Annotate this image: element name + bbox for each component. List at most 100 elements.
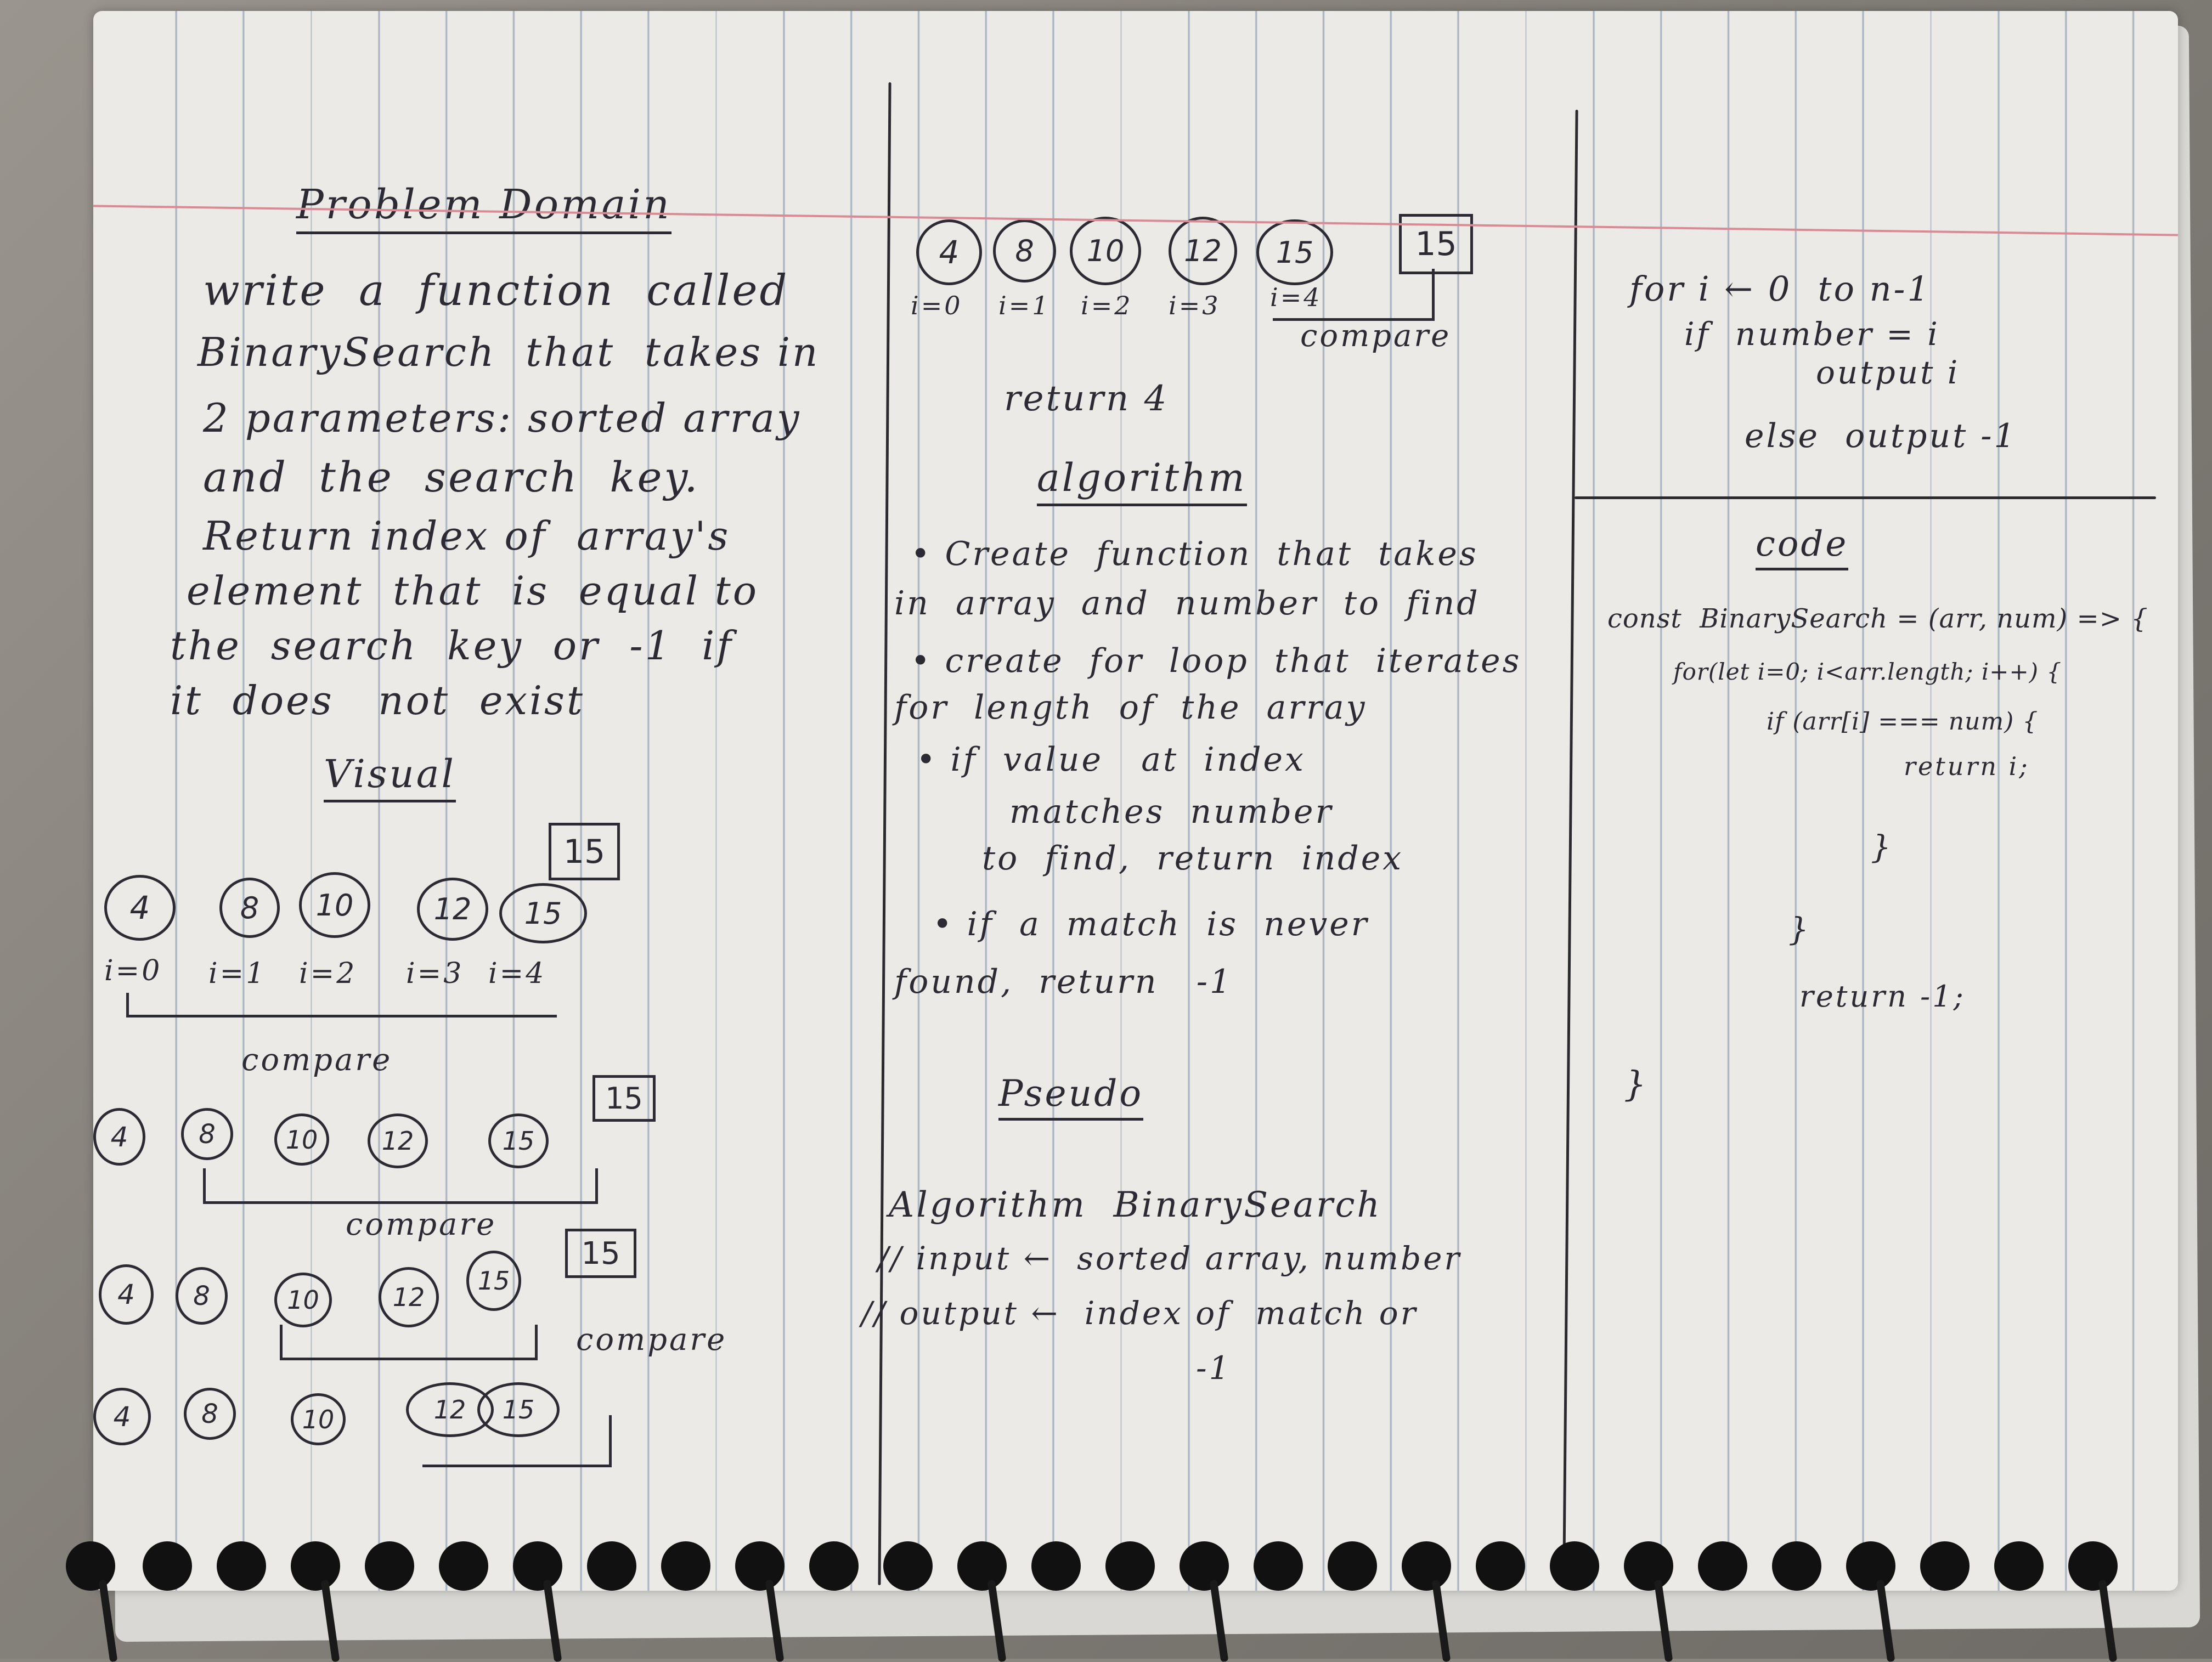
problem-line-3: 2 parameters: sorted array <box>203 395 802 441</box>
algorithm-line-1: • Create function that takes <box>911 535 1479 573</box>
code-line-2: for(let i=0; i<arr.length; i++) { <box>1673 658 2062 685</box>
array-element: 4 <box>916 219 982 285</box>
binding-ring <box>1772 1541 1821 1591</box>
problem-line-4: and the search key. <box>203 453 700 501</box>
binding-ring <box>957 1541 1007 1591</box>
array-element: 15 <box>499 883 587 943</box>
binding-ring <box>735 1541 785 1591</box>
code-heading: code <box>1756 524 1849 570</box>
index-label: i=1 <box>998 291 1051 320</box>
compare-bracket <box>280 1325 538 1360</box>
binding-ring <box>365 1541 414 1591</box>
code-line-7: return -1; <box>1799 979 1966 1014</box>
compare-bracket <box>422 1415 612 1467</box>
binding-wire <box>2098 1579 2118 1662</box>
binding-ring <box>1402 1541 1451 1591</box>
algorithm-line-4: for length of the array <box>894 688 1367 727</box>
array-element: 10 <box>274 1113 329 1166</box>
loop-pseudo-line-3: output i <box>1816 354 1960 391</box>
column-divider-left <box>878 82 891 1585</box>
binding-ring <box>1624 1541 1673 1591</box>
array-element: 10 <box>274 1273 332 1327</box>
array-element: 12 <box>379 1267 439 1327</box>
compare-bracket <box>203 1168 598 1204</box>
index-label: i=0 <box>911 291 963 320</box>
binding-ring <box>1920 1541 1970 1591</box>
binding-ring <box>2068 1541 2118 1591</box>
compare-bracket <box>126 993 557 1017</box>
index-label: i=3 <box>406 957 464 990</box>
pseudo-line-1: Algorithm BinarySearch <box>889 1185 1382 1225</box>
binding-ring <box>1846 1541 1895 1591</box>
binding-ring <box>217 1541 266 1591</box>
problem-line-5: Return index of array's <box>203 513 731 559</box>
code-line-4: return i; <box>1904 751 2030 781</box>
binding-ring <box>1105 1541 1155 1591</box>
binding-ring <box>1328 1541 1377 1591</box>
loop-pseudo-line-2: if number = i <box>1684 315 1940 353</box>
array-element: 4 <box>93 1108 145 1166</box>
visual-heading: Visual <box>324 751 456 802</box>
problem-line-2: BinarySearch that takes in <box>198 329 820 375</box>
code-line-8: } <box>1624 1064 1649 1105</box>
binding-wire <box>543 1579 562 1662</box>
binding-ring <box>809 1541 859 1591</box>
binding-wire <box>320 1579 340 1662</box>
target-box: 15 <box>549 823 620 880</box>
target-box: 15 <box>592 1075 656 1122</box>
algorithm-line-7: to find, return index <box>982 839 1404 878</box>
algorithm-line-6: matches number <box>1009 793 1334 831</box>
algorithm-line-9: found, return -1 <box>894 963 1233 1001</box>
binding-wire <box>1431 1579 1451 1662</box>
problem-line-8: it does not exist <box>170 677 585 723</box>
code-line-1: const BinarySearch = (arr, num) => { <box>1607 603 2148 634</box>
problem-line-1: write a function called <box>203 266 789 315</box>
array-element: 12 <box>1169 217 1237 285</box>
return-text: return 4 <box>1004 378 1169 419</box>
array-element: 15 <box>477 1382 560 1437</box>
binding-wire <box>98 1579 118 1662</box>
algorithm-line-3: • create for loop that iterates <box>911 642 1522 680</box>
binding-wire <box>1876 1579 1895 1662</box>
index-label: i=1 <box>208 957 267 990</box>
algorithm-line-8: • if a match is never <box>933 905 1369 943</box>
array-element: 12 <box>368 1113 428 1168</box>
spiral-binding <box>0 1519 2212 1662</box>
binding-ring <box>1031 1541 1081 1591</box>
problem-line-6: element that is equal to <box>187 568 759 614</box>
compare-label: compare <box>241 1042 393 1078</box>
compare-label: compare <box>576 1322 727 1358</box>
array-element: 4 <box>104 875 176 941</box>
column-divider-right <box>1562 110 1578 1569</box>
notebook-page: Problem Domain write a function called B… <box>93 11 2178 1591</box>
binding-ring <box>143 1541 192 1591</box>
array-element: 8 <box>993 219 1056 282</box>
index-label: i=3 <box>1169 291 1221 320</box>
array-element: 10 <box>1070 217 1141 285</box>
array-element: 4 <box>93 1388 151 1445</box>
array-element: 10 <box>299 872 370 938</box>
index-label: i=2 <box>299 957 357 990</box>
pseudo-line-2: // input ← sorted array, number <box>878 1240 1462 1277</box>
pseudo-heading: Pseudo <box>998 1072 1144 1121</box>
algorithm-line-5: • if value at index <box>916 740 1306 779</box>
target-box: 15 <box>1399 214 1473 274</box>
array-element: 4 <box>99 1264 154 1325</box>
array-element: 10 <box>291 1393 346 1445</box>
binding-ring <box>291 1541 340 1591</box>
compare-label: compare <box>1300 318 1452 354</box>
binding-ring <box>1180 1541 1229 1591</box>
binding-ring <box>587 1541 636 1591</box>
section-divider <box>1575 496 2156 499</box>
algorithm-heading: algorithm <box>1037 455 1247 506</box>
binding-ring <box>439 1541 488 1591</box>
binding-ring <box>1698 1541 1747 1591</box>
array-element: 8 <box>184 1388 236 1440</box>
binding-wire <box>1654 1579 1673 1662</box>
array-element: 8 <box>181 1108 233 1160</box>
index-label: i=4 <box>1270 282 1322 312</box>
array-element: 15 <box>1256 219 1333 285</box>
binding-ring <box>1254 1541 1303 1591</box>
binding-ring <box>1476 1541 1525 1591</box>
array-element: 8 <box>176 1267 228 1325</box>
